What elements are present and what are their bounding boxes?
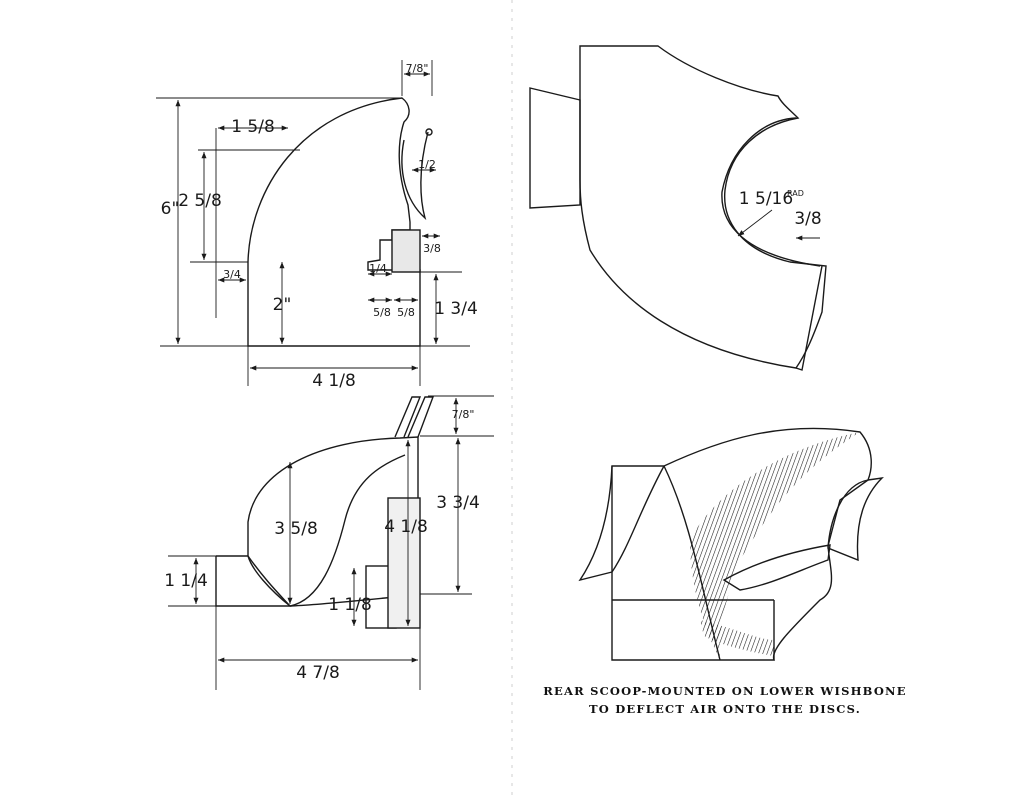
plan-view-dims (737, 209, 820, 241)
dim-4-1-8-vertical: 4 1/8 (384, 517, 428, 537)
dim-1-2: 1/2 (418, 158, 436, 171)
dim-1-3-4: 1 3/4 (434, 299, 478, 319)
front-elevation-labels: 7/8" 3 5/8 4 1/8 3 3/4 1 1/4 1 1/8 4 7/8 (164, 408, 480, 683)
dim-2-5-8: 2 5/8 (178, 191, 222, 211)
dim-4-1-8: 4 1/8 (312, 371, 356, 391)
dim-4-7-8: 4 7/8 (296, 663, 340, 683)
dim-3-4: 3/4 (223, 268, 241, 281)
dim-1-5-16: 1 5/16 (739, 189, 793, 209)
scoop-outline-plan (579, 45, 827, 369)
dim-5-8-b: 5/8 (397, 306, 415, 319)
caption-line-2: TO DEFLECT AIR ONTO THE DISCS. (589, 702, 861, 716)
dim-1-1-8: 1 1/8 (328, 595, 372, 615)
scoop-lip (401, 131, 429, 221)
side-elevation-dims (156, 60, 470, 386)
front-elevation-dims (168, 395, 494, 690)
dim-5-8-a: 5/8 (373, 306, 391, 319)
plan-view-labels: 1 5/16 RAD 3/8 (739, 189, 822, 229)
dim-1-1-4: 1 1/4 (164, 571, 208, 591)
dim-rad: RAD (787, 189, 804, 198)
dim-7-8-top: 7/8" (406, 62, 429, 75)
caption-line-1: REAR SCOOP-MOUNTED ON LOWER WISHBONE (543, 684, 907, 698)
dim-2: 2" (273, 295, 292, 315)
dim-1-5-8: 1 5/8 (231, 117, 275, 137)
side-elevation-view (247, 97, 433, 347)
dim-3-8: 3/8 (423, 242, 441, 255)
dim-1-4: 1/4 (369, 262, 387, 275)
dim-3-5-8: 3 5/8 (274, 519, 318, 539)
plan-view (529, 45, 827, 371)
dim-3-3-4: 3 3/4 (436, 493, 480, 513)
perspective-hatching (690, 432, 860, 660)
dim-7-8-mid: 7/8" (452, 408, 475, 421)
front-elevation-view (215, 396, 435, 629)
dim-3-8-right: 3/8 (794, 209, 821, 229)
dim-6: 6" (161, 199, 180, 219)
side-elevation-labels: 7/8" 1 5/8 6" 2 5/8 1/2 3/4 2" 3/8 1/4 5… (161, 62, 478, 391)
